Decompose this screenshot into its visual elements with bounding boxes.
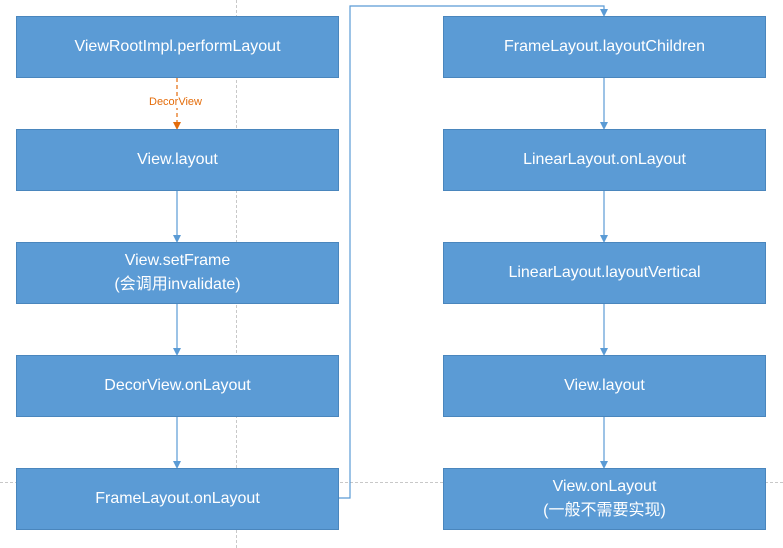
node-label: LinearLayout.onLayout bbox=[523, 151, 686, 168]
node-decor-onlayout: DecorView.onLayout bbox=[16, 355, 339, 417]
node-label: View.layout bbox=[137, 151, 218, 168]
arrow-frame-to-children bbox=[339, 5, 608, 499]
node-linear-layoutvertical: LinearLayout.layoutVertical bbox=[443, 242, 766, 304]
node-label: ViewRootImpl.performLayout bbox=[74, 38, 281, 55]
node-sublabel: (会调用invalidate) bbox=[114, 276, 241, 293]
node-view-onlayout: View.onLayout (一般不需要实现) bbox=[443, 468, 766, 530]
node-perform-layout: ViewRootImpl.performLayout bbox=[16, 16, 339, 78]
edge-label-decorview: DecorView bbox=[147, 96, 204, 108]
node-frame-layoutchildren: FrameLayout.layoutChildren bbox=[443, 16, 766, 78]
node-label: View.setFrame bbox=[124, 252, 231, 269]
node-label: View.layout bbox=[564, 377, 645, 394]
node-label: LinearLayout.layoutVertical bbox=[508, 264, 701, 281]
node-view-layout-2: View.layout bbox=[443, 355, 766, 417]
horizontal-guide-line bbox=[0, 482, 783, 483]
node-view-layout: View.layout bbox=[16, 129, 339, 191]
node-view-setframe: View.setFrame (会调用invalidate) bbox=[16, 242, 339, 304]
node-sublabel: (一般不需要实现) bbox=[543, 502, 666, 519]
node-linear-onlayout: LinearLayout.onLayout bbox=[443, 129, 766, 191]
node-label: View.onLayout bbox=[552, 478, 657, 495]
node-frame-onlayout: FrameLayout.onLayout bbox=[16, 468, 339, 530]
node-label: FrameLayout.onLayout bbox=[95, 490, 260, 507]
node-label: DecorView.onLayout bbox=[104, 377, 251, 394]
node-label: FrameLayout.layoutChildren bbox=[504, 38, 705, 55]
